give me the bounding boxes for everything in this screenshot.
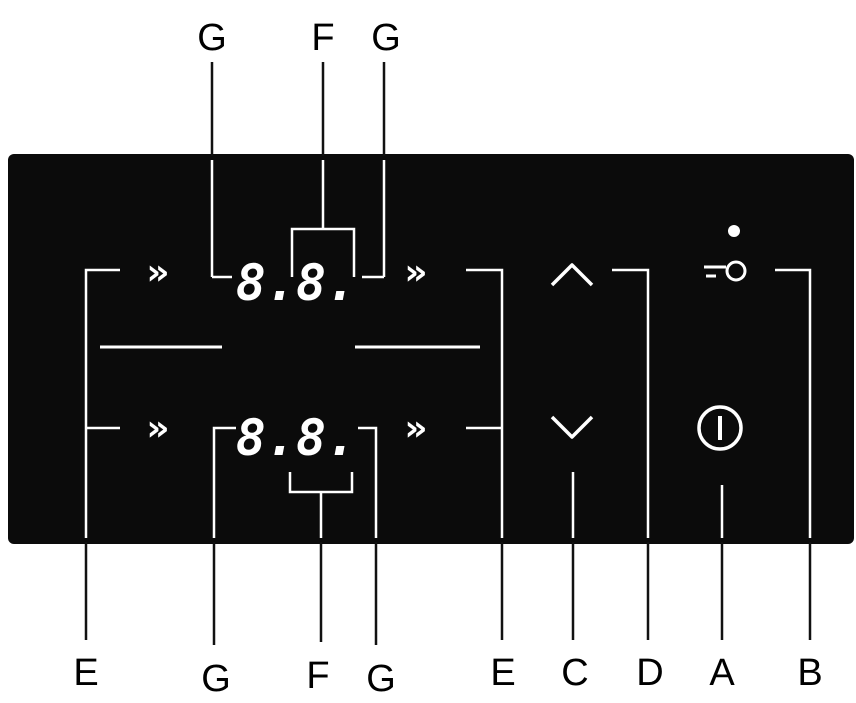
callout-g-bottom-right: G: [366, 658, 396, 700]
key-lock-icon[interactable]: [704, 225, 747, 282]
leader-lines-inside: [84, 160, 812, 538]
chevron-down-icon[interactable]: [550, 415, 594, 439]
display-bottom: 8.8.: [236, 409, 356, 467]
callout-d: D: [636, 652, 663, 694]
callout-g-bottom-left: G: [201, 658, 231, 700]
control-panel: [8, 154, 854, 544]
callout-e-left: E: [73, 652, 98, 694]
callout-e-right: E: [490, 652, 515, 694]
chevron-up-icon[interactable]: [550, 263, 594, 287]
callout-c: C: [561, 652, 588, 694]
callout-g-top-right: G: [371, 17, 401, 59]
power-icon[interactable]: [697, 405, 743, 451]
boost-button-top-right[interactable]: »: [404, 252, 427, 293]
boost-button-bottom-left[interactable]: »: [146, 408, 169, 449]
boost-button-top-left[interactable]: »: [146, 252, 169, 293]
callout-g-top-left: G: [197, 17, 227, 59]
leader-lines-outside: [84, 62, 812, 645]
display-top: 8.8.: [236, 254, 356, 312]
callout-b: B: [797, 652, 822, 694]
callout-f-top: F: [311, 17, 334, 59]
boost-button-bottom-right[interactable]: »: [404, 408, 427, 449]
callout-f-bottom: F: [306, 655, 329, 697]
callout-a: A: [709, 652, 735, 694]
